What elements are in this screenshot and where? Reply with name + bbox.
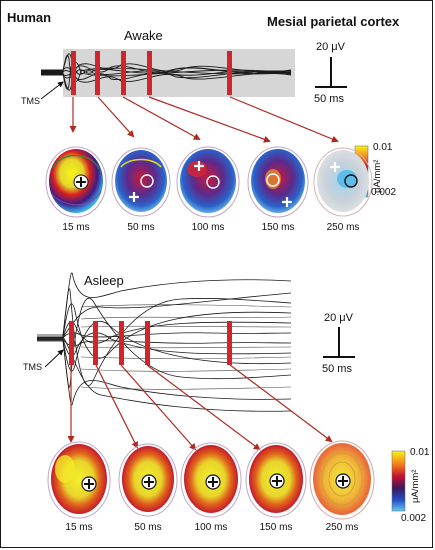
awake-trace-band [63,49,295,97]
awake-scale-time: 50 ms [314,93,344,105]
arrow-asleep-50ms [95,364,138,449]
arrow-asleep-100ms [120,364,197,451]
region-label: Mesial parietal cortex [267,14,400,29]
brain-map-asleep-15ms [47,441,111,519]
awake-time-50ms: 50 ms [127,222,155,233]
asleep-colorbar-min: 0.002 [401,513,427,524]
asleep-time-markers [69,321,232,365]
asleep-scale-voltage: 20 μV [324,312,353,324]
awake-scale-bar [315,57,347,88]
asleep-scale-time: 50 ms [322,363,352,375]
awake-connection-arrows [69,96,339,143]
asleep-trace-band [80,304,292,390]
brain-map-awake-100ms [176,146,240,218]
brain-map-asleep-250ms [309,440,375,520]
awake-condition-label: Awake [124,28,163,43]
marker-awake-100ms [121,51,126,95]
awake-colorbar-max: 0.01 [373,142,393,153]
arrow-awake-100ms [122,96,201,140]
asleep-tms-arrow [44,349,64,368]
marker-asleep-150ms [145,321,150,365]
brain-map-asleep-50ms [118,443,178,517]
asleep-connection-arrows [67,364,333,451]
asleep-time-50ms: 50 ms [134,522,162,533]
marker-awake-250ms [227,51,232,95]
species-label: Human [7,10,52,25]
asleep-tms-label: TMS [23,362,42,372]
awake-time-250ms: 250 ms [326,222,360,233]
awake-time-150ms: 150 ms [261,222,295,233]
asleep-brain-maps [47,440,375,520]
awake-time-15ms: 15 ms [62,222,90,233]
asleep-colorbar-max: 0.01 [410,447,430,458]
asleep-colorbar [391,450,406,512]
marker-asleep-50ms [93,321,98,365]
marker-asleep-250ms [227,321,232,365]
arrow-awake-50ms [97,96,135,138]
awake-colorbar-min: 0.002 [371,187,397,198]
asleep-scale-bar [323,327,355,358]
asleep-colorbar-unit: μA/mm² [410,469,421,503]
awake-time-100ms: 100 ms [191,222,225,233]
awake-tms-label: TMS [21,96,40,106]
asleep-eeg-traces [37,272,292,412]
arrow-asleep-150ms [146,364,261,451]
brain-map-asleep-150ms [245,442,307,518]
awake-tms-arrow [40,81,64,100]
asleep-time-100ms: 100 ms [194,522,228,533]
marker-awake-15ms [71,51,76,95]
awake-colorbar-unit: μA/mm² [372,159,383,193]
awake-time-markers [71,51,232,95]
marker-awake-50ms [95,51,100,95]
asleep-time-15ms: 15 ms [65,522,93,533]
marker-asleep-15ms [69,321,74,365]
asleep-time-250ms: 250 ms [325,522,359,533]
brain-map-awake-250ms [313,147,373,217]
arrow-asleep-250ms [229,364,333,443]
brain-map-asleep-100ms [180,442,242,518]
asleep-condition-label: Asleep [84,273,124,288]
arrow-awake-150ms [148,96,271,143]
brain-map-awake-50ms [111,147,171,217]
arrow-awake-250ms [229,96,339,143]
brain-map-awake-15ms [45,146,107,218]
brain-map-awake-150ms [247,146,309,218]
awake-brain-maps [45,146,373,218]
asleep-time-150ms: 150 ms [259,522,293,533]
awake-scale-voltage: 20 μV [316,41,345,53]
marker-awake-150ms [147,51,152,95]
marker-asleep-100ms [119,321,124,365]
